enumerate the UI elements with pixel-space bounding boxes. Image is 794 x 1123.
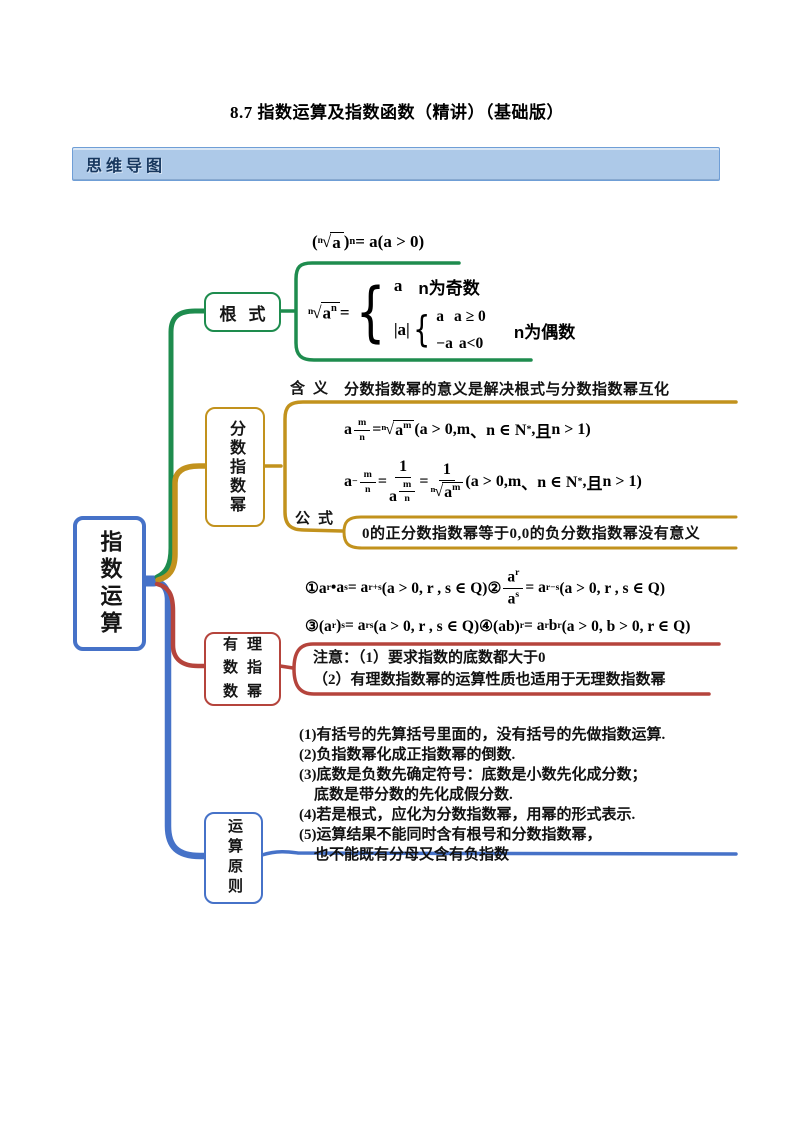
branch-line-fraction — [155, 463, 210, 583]
sublabel-meaning: 含义 — [290, 381, 337, 397]
rational-node-stub — [278, 664, 295, 670]
text-principles-list: (1)有括号的先算括号里面的，没有括号的先做指数运算. (2)负指数幂化成正指数… — [299, 727, 666, 863]
branch-line-radical — [154, 308, 209, 580]
branch-line-principles-main — [141, 577, 210, 860]
section-banner-label: 思维导图 — [86, 158, 167, 175]
branch-node-principles: 运算原则 — [204, 812, 263, 904]
section-banner: 思维导图 — [72, 147, 720, 181]
text-fraction-meaning: 分数指数幂的意义是解决根式与分数指数幂互化 — [344, 382, 670, 398]
branch-node-radical: 根式 — [204, 292, 281, 332]
sublabel-formula: 公式 — [295, 511, 342, 527]
text-rational-note: 注意：（1）要求指数的底数都大于0 （2）有理数指数幂的运算性质也适用于无理数指… — [313, 650, 666, 688]
branch-node-rational-exponent: 有理数指数幂 — [204, 632, 281, 706]
branch-node-fraction-exponent: 分数指数幂 — [205, 407, 265, 527]
branch-node-radical-label: 根式 — [219, 304, 278, 324]
page-title: 8.7 指数运算及指数函数（精讲）（基础版） — [230, 103, 564, 122]
branch-node-principles-label: 运算原则 — [226, 818, 242, 898]
branch-node-rational-label: 有理数指数幂 — [222, 637, 271, 700]
branch-node-fraction-label: 分数指数幂 — [227, 419, 244, 515]
branch-line-rational — [154, 581, 209, 669]
formula-radical-power: (n√a)n = a(a > 0) — [312, 231, 425, 252]
root-node-label: 指数运算 — [97, 529, 123, 638]
text-zero-rule: 0的正分数指数幂等于0,0的负分数指数幂没有意义 — [362, 526, 701, 542]
root-node-exponent-operations: 指数运算 — [73, 516, 146, 651]
